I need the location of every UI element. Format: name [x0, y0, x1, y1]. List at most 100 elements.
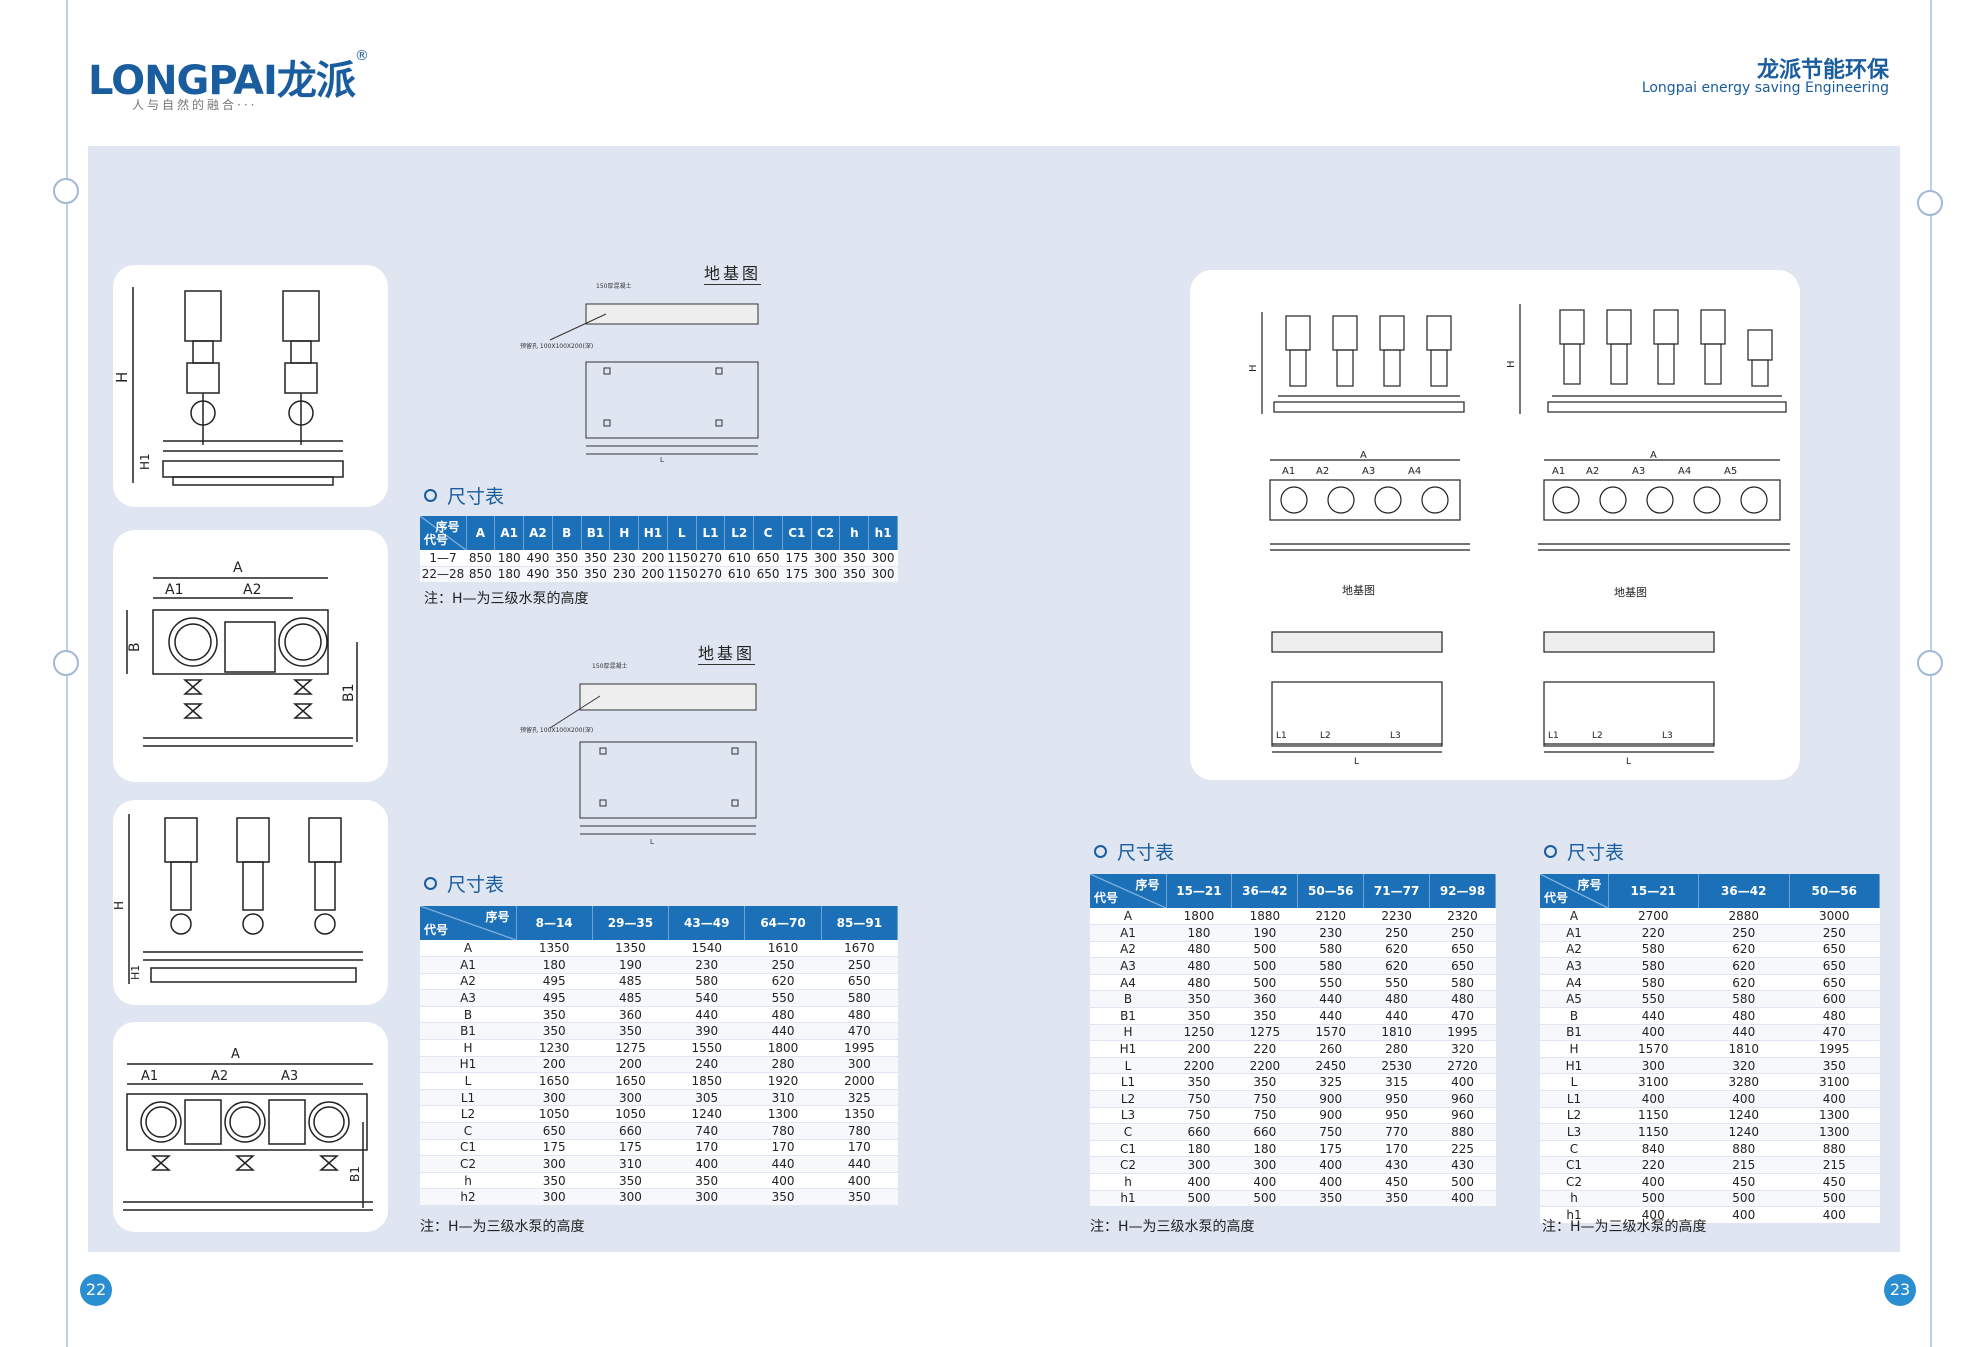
table-note-4: 注：H—为三级水泵的高度: [1542, 1219, 1707, 1235]
row-label: C: [1540, 1140, 1608, 1158]
table-cell: 480: [1698, 1007, 1789, 1025]
table-cell: 580: [1429, 974, 1496, 992]
table-cell: 200: [516, 1056, 593, 1074]
row-label: h: [1540, 1190, 1608, 1208]
svg-text:A2: A2: [1586, 466, 1599, 477]
table-cell: 3280: [1698, 1073, 1789, 1092]
svg-text:B: B: [127, 642, 143, 652]
table-cell: 1230: [516, 1039, 593, 1057]
drawing-card-3pump-plan: A A1 A2 A3 B1: [113, 1022, 388, 1232]
column-header: A: [466, 516, 496, 550]
svg-text:A2: A2: [1316, 466, 1329, 477]
table-cell: 1275: [1231, 1024, 1298, 1042]
table-cell: 350: [744, 1188, 822, 1206]
table-note-2: 注：H—为三级水泵的高度: [420, 1219, 585, 1235]
table-cell: 175: [1297, 1140, 1364, 1158]
table-cell: 550: [1297, 974, 1364, 992]
table-cell: 300: [1608, 1057, 1699, 1075]
table-cell: 300: [1231, 1156, 1298, 1174]
table-cell: 1240: [1698, 1107, 1789, 1125]
svg-text:L2: L2: [1592, 731, 1603, 741]
brand-logo: LONGPAI龙派®: [88, 48, 369, 104]
table-cell: 350: [1231, 1073, 1298, 1092]
table-cell: 220: [1231, 1040, 1298, 1058]
table-cell: 230: [609, 566, 639, 583]
pump-plan-drawing: A A1 A2 B B1: [126, 560, 358, 747]
drawing-card-2pump-plan: A A1 A2 B B1: [113, 530, 388, 782]
row-label: h1: [1090, 1190, 1166, 1208]
row-label: L: [1540, 1073, 1608, 1092]
table-cell: 500: [1789, 1190, 1880, 1208]
svg-text:A1: A1: [1552, 466, 1565, 477]
table-cell: 430: [1363, 1156, 1430, 1174]
svg-text:L: L: [660, 456, 664, 464]
svg-text:A4: A4: [1408, 466, 1421, 477]
table-cell: 1150: [667, 566, 698, 583]
table-corner-header: 序号代号: [420, 906, 517, 940]
column-header: H: [609, 516, 640, 550]
column-header: h1: [868, 516, 898, 550]
table-cell: 400: [1429, 1073, 1496, 1092]
svg-text:L3: L3: [1390, 731, 1401, 741]
binder-hole: [53, 178, 79, 204]
table-cell: 660: [592, 1122, 669, 1140]
table-cell: 180: [516, 956, 593, 974]
table-cell: 2320: [1429, 908, 1496, 926]
table-cell: 350: [581, 566, 610, 583]
table-cell: 650: [753, 550, 783, 567]
table-cell: 350: [1789, 1057, 1880, 1075]
table-cell: 1540: [668, 940, 745, 958]
table-cell: 440: [744, 1022, 822, 1041]
table-cell: 580: [1608, 957, 1699, 975]
table-cell: 250: [1429, 924, 1496, 942]
table-cell: 400: [744, 1172, 822, 1190]
table-corner-header: 序号代号: [1540, 874, 1609, 908]
svg-text:H: H: [1248, 364, 1259, 372]
table-cell: 1150: [1608, 1107, 1699, 1125]
table-cell: 650: [1789, 974, 1880, 992]
row-label: L3: [1540, 1123, 1608, 1141]
svg-text:150厚混凝土: 150厚混凝土: [592, 662, 627, 670]
table-cell: 480: [821, 1006, 898, 1024]
svg-text:A3: A3: [1632, 466, 1645, 477]
table-cell: 170: [668, 1139, 745, 1157]
row-label: 22—28: [420, 566, 466, 583]
table-cell: 1670: [821, 940, 898, 958]
svg-text:B1: B1: [341, 683, 357, 702]
table-cell: 580: [1698, 990, 1789, 1009]
row-label: A4: [1090, 974, 1166, 992]
table-cell: 620: [1363, 941, 1430, 959]
svg-text:地基图: 地基图: [1342, 584, 1375, 597]
row-label: C1: [1540, 1156, 1608, 1174]
table-cell: 350: [1363, 1190, 1430, 1208]
table-cell: 1275: [592, 1039, 669, 1057]
table-cell: 250: [821, 956, 898, 974]
svg-text:A1: A1: [165, 582, 183, 598]
table-cell: 1350: [821, 1105, 898, 1124]
table-cell: 400: [1608, 1173, 1699, 1191]
column-header: 50—56: [1297, 874, 1365, 908]
row-label: L: [420, 1072, 516, 1090]
table-cell: 1850: [668, 1072, 745, 1090]
table-cell: 300: [516, 1089, 593, 1107]
table-cell: 315: [1363, 1073, 1430, 1092]
table-cell: 450: [1789, 1173, 1880, 1191]
row-label: B1: [1090, 1007, 1166, 1025]
table-cell: 440: [821, 1155, 898, 1173]
table-cell: 1300: [1789, 1107, 1880, 1125]
table-cell: 350: [1166, 1073, 1232, 1092]
svg-text:A4: A4: [1678, 466, 1691, 477]
pump-elevation-drawing: H H1: [113, 287, 344, 486]
